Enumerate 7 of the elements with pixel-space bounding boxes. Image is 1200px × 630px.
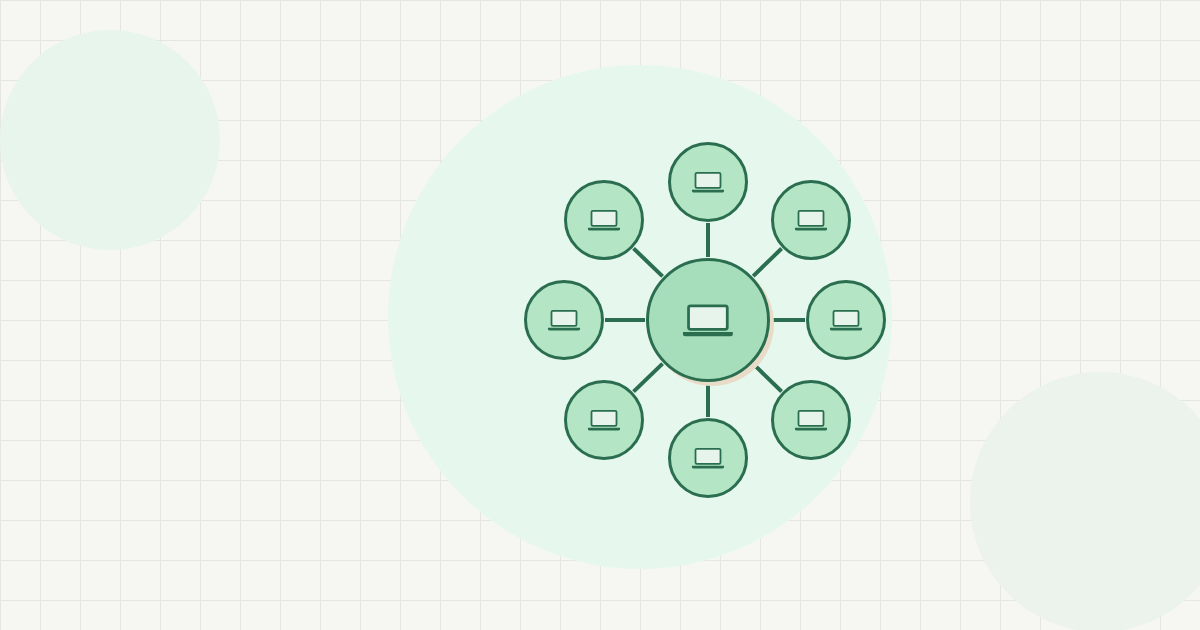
connector-line: [771, 318, 805, 322]
connector-line: [605, 318, 645, 322]
connector-line: [706, 383, 710, 417]
connector-line: [751, 247, 783, 278]
connector-line: [632, 246, 664, 278]
connector-line: [632, 362, 664, 394]
connector-line: [706, 223, 710, 257]
